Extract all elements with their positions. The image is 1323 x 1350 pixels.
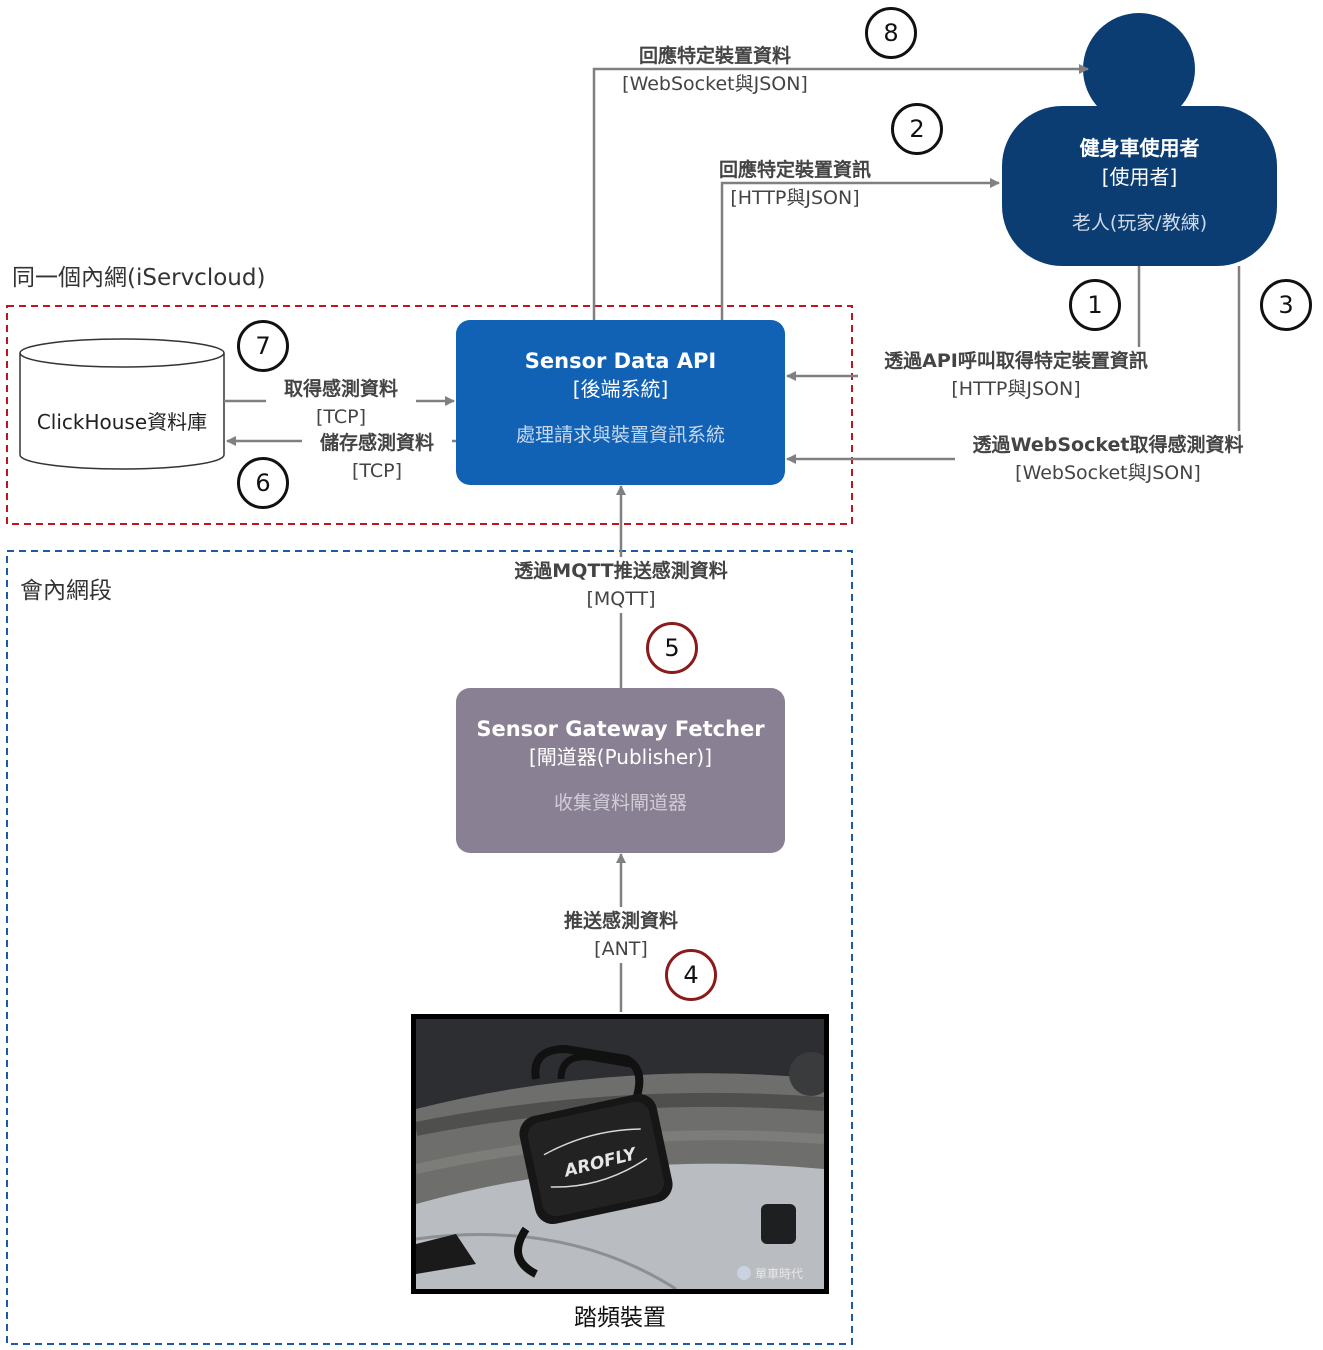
edge-2-line [720,178,1000,320]
device-label: 踏頻裝置 [574,1305,666,1331]
step-badge-2: 2 [891,103,943,155]
edge-3-label: 透過WebSocket取得感測資料 [WebSocket與JSON] [955,431,1261,487]
api-tech: [後端系統] [572,377,669,401]
user-tech: [使用者] [1101,165,1178,189]
segment-boundary-label: 會內網段 [20,578,112,604]
sensor-data-api-node[interactable]: Sensor Data API [後端系統] 處理請求與裝置資訊系統 [456,320,785,485]
step-badge-6: 6 [237,457,289,509]
step-badge-3: 3 [1260,279,1312,331]
edge-5-label: 透過MQTT推送感測資料 [MQTT] [490,557,752,613]
cadence-device-photo: AROFLY 單車時代 [411,1014,829,1294]
database-cylinder [19,338,225,470]
cadence-device-illustration: AROFLY 單車時代 [416,1019,824,1289]
database-label: ClickHouse資料庫 [36,410,208,434]
segment-boundary [6,550,853,1345]
user-title: 健身車使用者 [1079,136,1200,160]
step-badge-7: 7 [237,320,289,372]
intranet-boundary [6,305,853,525]
gateway-title: Sensor Gateway Fetcher [476,717,765,741]
user-node[interactable]: 健身車使用者 [使用者] 老人(玩家/教練) [1002,132,1277,242]
edge-2-label: 回應特定裝置資訊 [HTTP與JSON] [718,159,871,209]
step-badge-5: 5 [646,622,698,674]
gateway-desc: 收集資料閘道器 [553,792,687,814]
device-watermark: 單車時代 [755,1267,803,1281]
step-badge-8: 8 [865,7,917,59]
sensor-gateway-node[interactable]: Sensor Gateway Fetcher [閘道器(Publisher)] … [456,688,785,853]
edge-8-line [592,64,1089,320]
edge-1-label: 透過API呼叫取得特定裝置資訊 [HTTP與JSON] [858,347,1174,403]
step-badge-4: 4 [665,949,717,1001]
api-title: Sensor Data API [524,349,717,373]
user-body-shape [1002,106,1277,266]
edge-4-label: 推送感測資料 [ANT] [546,907,696,963]
edge-6-label: 儲存感測資料 [TCP] [302,429,452,485]
edge-7-label: 取得感測資料 [TCP] [266,375,416,431]
intranet-boundary-label: 同一個內網(iServcloud) [12,265,266,291]
step-badge-1: 1 [1069,279,1121,331]
api-desc: 處理請求與裝置資訊系統 [515,424,725,446]
user-head [1083,13,1195,125]
gateway-tech: [閘道器(Publisher)] [528,745,713,769]
edge-8-label: 回應特定裝置資料 [WebSocket與JSON] [622,45,808,95]
user-desc: 老人(玩家/教練) [1071,212,1208,234]
